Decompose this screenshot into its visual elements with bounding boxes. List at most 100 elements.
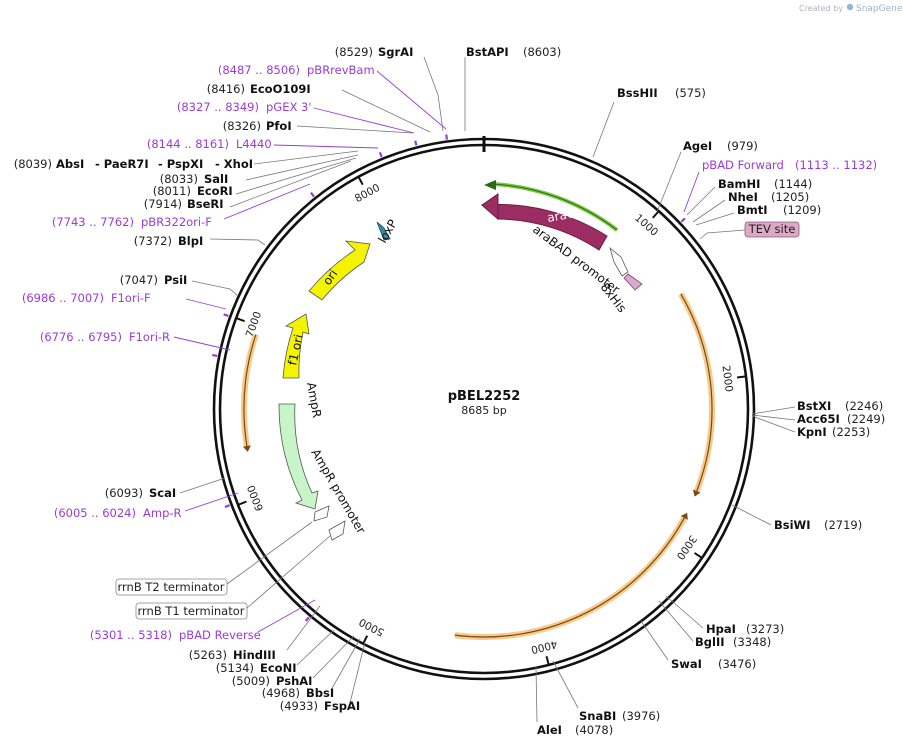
bsshii-name[interactable]: BssHII: [617, 86, 658, 100]
tev-site-leader: [699, 229, 746, 240]
bstxi-name[interactable]: BstXI: [797, 399, 831, 413]
orange-arc-bottom: [454, 517, 685, 638]
f1orif-mark: [223, 313, 229, 318]
ori-arrow[interactable]: [308, 240, 371, 301]
psii-name[interactable]: PsiI: [164, 273, 187, 287]
f1orir-name[interactable]: F1ori-R: [129, 330, 170, 344]
rrnb-t2-label: rrnB T2 terminator: [118, 580, 225, 594]
nhei-name[interactable]: NheI: [728, 190, 758, 204]
hpai-pos: (3273): [746, 622, 784, 636]
tick-mark-8000: [357, 176, 364, 186]
econi-name[interactable]: EcoNI: [260, 661, 296, 675]
pfoi-name[interactable]: PfoI: [266, 119, 292, 133]
rrnb-t1-box[interactable]: [135, 602, 248, 620]
tick-mark-6000: [237, 500, 247, 506]
l4440-pos: (8144 .. 8161): [147, 137, 229, 151]
pbrrevbam-name[interactable]: pBRrevBam: [307, 63, 375, 77]
arac-highlight-line: [492, 183, 618, 231]
arac-label: araC: [546, 206, 576, 225]
scai-leader: [179, 477, 226, 494]
tick-mark-3000: [693, 552, 703, 559]
snabi-leader: [552, 660, 579, 709]
blpi-name[interactable]: BlpI: [178, 234, 203, 248]
hpai-name[interactable]: HpaI: [706, 622, 736, 636]
ampr-arrow[interactable]: [278, 403, 319, 510]
pbadrev-leader: [257, 599, 316, 633]
arac-arrow[interactable]: [480, 203, 608, 251]
tick-label-6000: 6000: [245, 483, 266, 512]
bmti-name[interactable]: BmtI: [737, 203, 768, 217]
pbrrevbam-mark: [445, 134, 449, 140]
tick-label-5000: 5000: [357, 615, 386, 638]
hindiii-name[interactable]: HindIII: [233, 648, 276, 662]
f1-ori-arrow[interactable]: [282, 313, 310, 379]
blpi-leader: [209, 238, 266, 246]
fspai-name[interactable]: FspAI: [324, 699, 360, 713]
bamhi-leader: [686, 186, 716, 216]
tick-label-2000: 2000: [720, 365, 735, 393]
bglii-leader: [658, 600, 694, 642]
psii-pos: (7047): [120, 273, 158, 287]
pbadfwd-leader: [683, 171, 700, 213]
bamhi-name[interactable]: BamHI: [718, 177, 760, 191]
pbadfwd-name[interactable]: pBAD Forward: [702, 158, 784, 172]
tev-site-label: TEV site: [748, 222, 796, 236]
absi-name[interactable]: AbsI: [56, 157, 84, 171]
paer7i-name[interactable]: - PaeR7I: [95, 157, 149, 171]
f1orif-name[interactable]: F1ori-F: [111, 291, 151, 305]
ecoo109i-name[interactable]: EcoO109I: [250, 82, 311, 96]
agei-name[interactable]: AgeI: [683, 139, 712, 153]
sali-name[interactable]: SalI: [204, 172, 228, 186]
tick-mark-7000: [235, 317, 245, 323]
alei-name[interactable]: AleI: [537, 723, 562, 737]
bglii-pos: (3348): [733, 635, 771, 649]
acc65i-name[interactable]: Acc65I: [797, 412, 840, 426]
rrnb-t2-box[interactable]: [115, 578, 228, 596]
acc65i-leader: [751, 414, 796, 421]
pfoi-leader: [296, 125, 414, 134]
bsiwi-pos: (2719): [824, 518, 862, 532]
rrnb-t2-leader: [226, 521, 313, 585]
bstapi-pos: (8603): [523, 45, 561, 59]
kpni-name[interactable]: KpnI: [797, 425, 827, 439]
ecori-name[interactable]: EcoRI: [197, 184, 233, 198]
tev-site-box[interactable]: [744, 221, 800, 238]
bsiwi-name[interactable]: BsiWI: [774, 518, 811, 532]
bsshii-leader: [592, 101, 615, 158]
pbrrevbam-pos: (8487 .. 8506): [218, 63, 300, 77]
arabad-promoter-arrow: [609, 246, 629, 277]
sgrai-name[interactable]: SgrAI: [378, 45, 413, 59]
pshai-pos: (5009): [232, 674, 270, 688]
berei-name[interactable]: BseRI: [187, 197, 224, 211]
orange-arc-bottom-arrowhead: [680, 512, 688, 520]
xhoi-name[interactable]: - XhoI: [215, 157, 253, 171]
pbadrev-name[interactable]: pBAD Reverse: [179, 628, 261, 642]
bstapi-name[interactable]: BstAPI: [466, 45, 509, 59]
nhei-leader: [692, 199, 726, 223]
swai-leader: [640, 620, 669, 661]
agei-leader: [656, 151, 682, 213]
terminator-layer: [241, 292, 715, 640]
orange-arc-bottom-halo: [454, 516, 687, 640]
scai-name[interactable]: ScaI: [149, 486, 176, 500]
hpai-leader: [665, 595, 704, 629]
pgex-name[interactable]: pGEX 3': [266, 100, 312, 114]
loxp-mark: [376, 221, 391, 241]
blpi-pos: (7372): [134, 234, 172, 248]
bglii-name[interactable]: BglII: [695, 635, 725, 649]
his-tag-mark: [623, 273, 643, 291]
f1orir-pos: (6776 .. 6795): [40, 330, 122, 344]
swai-name[interactable]: SwaI: [671, 657, 702, 671]
pfoi-pos: (8326): [223, 119, 261, 133]
pspxi-name[interactable]: - PspXI: [158, 157, 203, 171]
orange-arc-right-halo: [678, 292, 715, 493]
ampr-primer-name[interactable]: Amp-R: [143, 506, 182, 520]
l4440-name[interactable]: L4440: [236, 137, 272, 151]
pbr322-name[interactable]: pBR322ori-F: [141, 215, 212, 229]
bbsi-name[interactable]: BbsI: [306, 686, 334, 700]
ampr-promoter-arrow-2: [328, 520, 346, 541]
pshai-name[interactable]: PshAI: [276, 674, 312, 688]
snabi-name[interactable]: SnaBI: [579, 709, 616, 723]
pshai-leader: [312, 635, 355, 679]
hindiii-pos: (5263): [189, 648, 227, 662]
